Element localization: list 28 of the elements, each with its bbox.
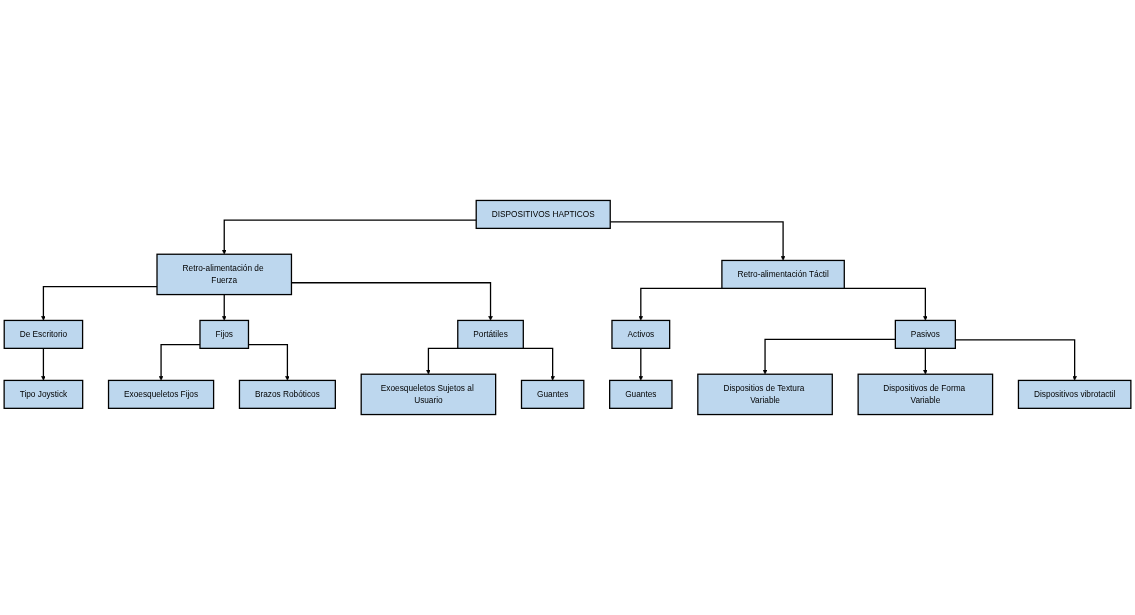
node-box: Activos	[611, 319, 671, 349]
node-box: De Escritorio	[3, 319, 84, 349]
arrow	[923, 347, 928, 375]
arrow	[638, 287, 724, 321]
node-box: Dispositivos vibrotactil	[1017, 379, 1132, 409]
arrow	[41, 347, 46, 381]
node-box: Guantes	[520, 379, 585, 409]
arrow	[221, 219, 477, 255]
node-box: Retro-alimentación Táctil	[721, 259, 845, 289]
node-box: Portátiles	[457, 319, 524, 349]
node-box: Brazos Robóticos	[238, 379, 336, 409]
node-box: Pasivos	[894, 319, 956, 349]
arrow	[41, 286, 158, 321]
node-box: DISPOSITIVOS HAPTICOS	[475, 199, 611, 230]
node-box: Dispositios de Textura Variable	[697, 373, 833, 416]
arrow	[221, 293, 227, 321]
node-box: Tipo Joystick	[3, 379, 84, 409]
arrow	[842, 287, 928, 321]
node-box: Guantes	[609, 379, 673, 409]
arrow	[522, 347, 555, 381]
arrow	[426, 347, 459, 375]
node-box: Dispositivos de Forma Variable	[857, 373, 994, 416]
node-box: Retro-alimentación de Fuerza	[156, 253, 293, 296]
node-box: Exoesqueletos Fijos	[107, 379, 215, 409]
arrow	[638, 347, 644, 381]
arrow	[762, 338, 896, 375]
node-box: Fijos	[199, 319, 250, 349]
node-box: Exoesqueletos Sujetos al Usuario	[360, 373, 497, 416]
